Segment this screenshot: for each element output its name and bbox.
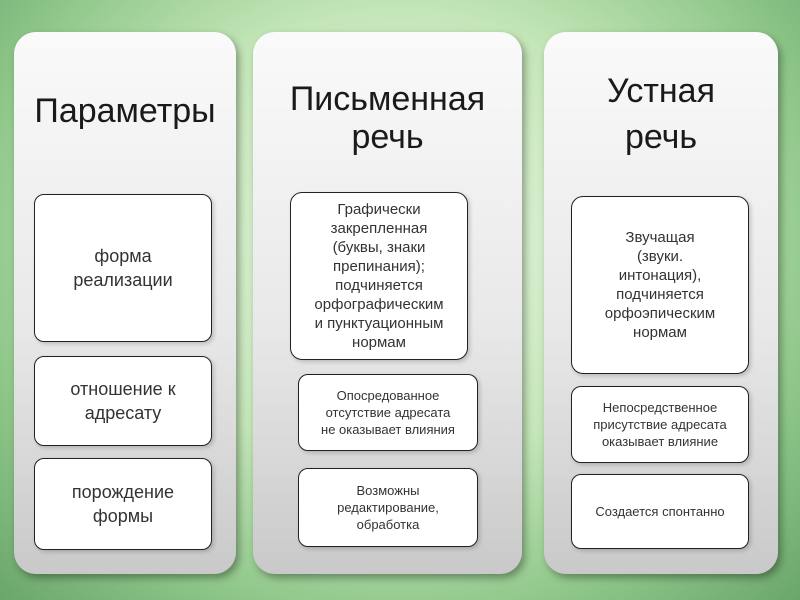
box-line: отсутствие адресата [325,405,451,420]
column-title-oral-speech: Устная речь [544,68,778,160]
box-line: реализации [73,270,173,290]
box-oral-generation: Создается спонтанно [571,474,749,549]
box-line: адресату [84,403,162,423]
box-addressee-relation: отношение к адресату [34,356,212,446]
box-written-generation: Возможны редактирование, обработка [298,468,478,547]
box-line: оказывает влияние [601,434,719,449]
box-line: обработка [356,517,420,532]
column-oral-speech: Устная речь Звучащая (звуки. интонация),… [544,32,778,574]
box-line: нормам [633,324,687,341]
column-title-written-speech: Письменная речь [253,80,522,156]
box-line: (звуки. [636,248,684,265]
box-line: форма [94,246,152,266]
box-line: порождение [71,482,175,502]
box-line: нормам [352,334,406,351]
column-written-speech: Письменная речь Графически закрепленная … [253,32,522,574]
box-line: отношение к [70,379,176,399]
box-line: Возможны [356,483,420,498]
box-oral-form: Звучащая (звуки. интонация), подчиняется… [571,196,749,374]
box-line: Создается спонтанно [595,504,725,519]
box-line: закрепленная [330,220,428,237]
box-line: Опосредованное [336,388,440,403]
box-line: не оказывает влияния [321,422,455,437]
title-line: Письменная [289,80,486,118]
box-line: присутствие адресата [593,417,727,432]
box-line: препинания); [333,258,425,275]
box-line: и пунктуационным [314,315,444,332]
box-line: Звучащая [625,229,695,246]
box-line: Непосредственное [602,400,718,415]
column-title-parameters: Параметры [14,92,236,130]
title-line: Устная [607,72,715,110]
box-form-generation: порождение формы [34,458,212,550]
box-line: подчиняется [335,277,423,294]
box-line: орфографическим [314,296,444,313]
box-line: подчиняется [616,286,704,303]
box-written-addressee: Опосредованное отсутствие адресата не ок… [298,374,478,451]
title-line: речь [624,118,698,156]
box-written-form: Графически закрепленная (буквы, знаки пр… [290,192,468,360]
title-line: речь [351,118,424,156]
column-parameters: Параметры форма реализации отношение к а… [14,32,236,574]
box-oral-addressee: Непосредственное присутствие адресата ок… [571,386,749,463]
box-line: формы [92,506,154,526]
box-line: орфоэпическим [604,305,716,322]
box-line: редактирование, [337,500,439,515]
box-realization-form: форма реализации [34,194,212,342]
box-line: (буквы, знаки [332,239,426,256]
title-line: Параметры [34,92,216,130]
box-line: интонация), [618,267,702,284]
box-line: Графически [337,201,421,218]
